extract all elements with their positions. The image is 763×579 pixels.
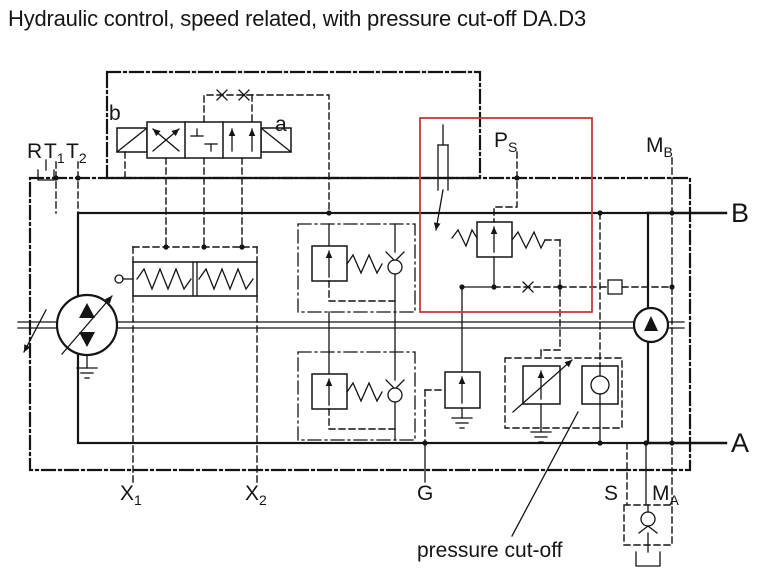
solenoid-label-a: a (275, 113, 287, 136)
metering-orifice (437, 144, 449, 191)
cutoff-spring-right (511, 230, 546, 250)
tank-ports (37, 159, 79, 214)
boost-pump-symbol (632, 306, 670, 344)
pump-flow-triangle-down (79, 332, 95, 347)
pilot-closed-icon (522, 281, 534, 293)
pressure-cutoff-valve (433, 124, 673, 373)
port-labels: R T1 T2 b a PS MB B A X1 X2 G S MA press… (27, 102, 749, 562)
cutoff-adjust-assembly (504, 212, 623, 444)
relief-spring-2 (346, 381, 383, 403)
junction-dots (53, 175, 675, 446)
case-drain-tank (76, 367, 98, 379)
check-valve-1 (387, 259, 403, 275)
ps-pilot-line (493, 151, 518, 223)
annotation-leader-line (511, 411, 579, 537)
drive-shaft (17, 321, 685, 329)
port-label-g: G (417, 482, 433, 505)
valve-body (146, 121, 262, 159)
cylinder-spring-left (136, 267, 192, 291)
check-valve-2 (387, 387, 403, 403)
main-pump-symbol (23, 293, 119, 379)
port-label-b: B (731, 198, 749, 228)
cylinder-spring-right (198, 267, 254, 291)
boost-pump-triangle (644, 316, 658, 331)
relief-valve-block-1 (297, 223, 416, 313)
port-label-mb: MB (646, 134, 673, 160)
tank-symbol-suction (635, 551, 661, 567)
plug-symbol (607, 279, 623, 295)
relief-valve-block-2 (297, 311, 416, 441)
port-label-t1: T1 (44, 140, 65, 166)
work-port-lines (646, 211, 728, 445)
variable-displacement-arrow (61, 295, 113, 355)
port-label-x1: X1 (120, 482, 142, 508)
pressure-cutoff-highlight (419, 117, 593, 313)
port-label-t2: T2 (66, 140, 87, 166)
cutoff-spring-left (451, 228, 478, 248)
port-label-ma: MA (652, 482, 680, 508)
pump-flow-triangle-up (79, 303, 95, 318)
tank-symbol-cutoff (530, 431, 552, 443)
port-label-r: R (27, 140, 42, 163)
solenoid-label-b: b (109, 102, 121, 125)
pilot-lines (124, 94, 330, 248)
pilot-directional-valve (116, 121, 292, 159)
port-label-s: S (604, 482, 618, 505)
port-label-x2: X2 (245, 482, 267, 508)
cylinder-rod-joint (114, 274, 124, 284)
boost-relief-valve (424, 371, 481, 483)
stroking-cylinder (114, 246, 258, 483)
suction-check-valve (640, 511, 656, 527)
tank-symbol-top (37, 169, 55, 181)
tank-symbol-boost (451, 417, 473, 429)
s-port-check-valve (623, 442, 673, 567)
annotation-pressure-cutoff: pressure cut-off (417, 539, 563, 562)
diagram-title: Hydraulic control, speed related, with p… (8, 6, 586, 31)
port-label-a: A (731, 428, 749, 458)
port-label-ps: PS (494, 129, 517, 155)
relief-spring-1 (346, 253, 383, 275)
control-arrow (23, 309, 47, 353)
adjustment-arrow (512, 359, 573, 413)
pilot-housing-block (105, 70, 482, 180)
pilot-throttle-icons (216, 89, 250, 101)
